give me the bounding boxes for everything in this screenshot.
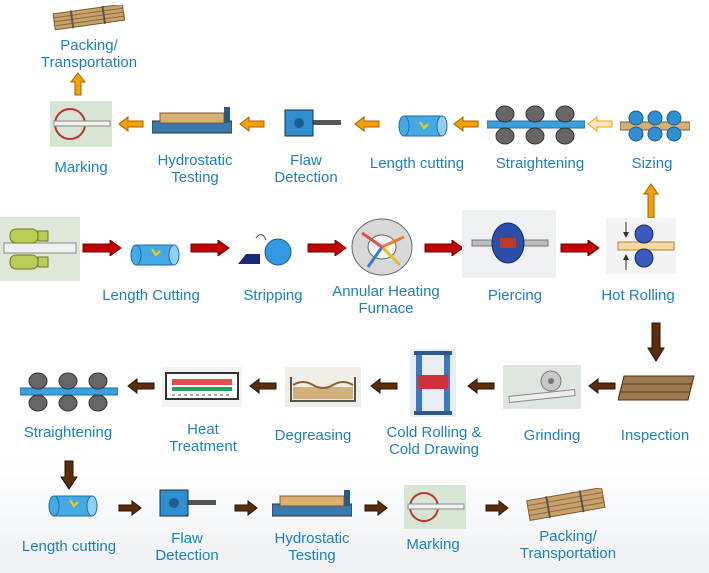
hydrostatic-testing-label: Hydrostatic Testing	[157, 152, 233, 186]
pipe-bundle-icon	[50, 5, 128, 31]
arrow-left-r4-3	[370, 378, 398, 394]
arrow-left-5	[587, 116, 613, 132]
grinding-wheel-icon	[503, 365, 581, 409]
piercing-label: Piercing	[487, 287, 543, 304]
straightening-rollers-icon-row4	[20, 370, 118, 414]
hydrostatic-testing-label-row5: Hydrostatic Testing	[274, 530, 350, 564]
cold-rolling-drawing-label: Cold Rolling & Cold Drawing	[386, 424, 482, 458]
degreasing-label: Degreasing	[274, 427, 352, 444]
length-cutting-label-row3: Length Cutting	[102, 287, 200, 304]
arrow-left-1	[118, 116, 144, 132]
flaw-detector-icon-row5	[158, 488, 218, 518]
stripping-icon	[236, 230, 296, 270]
arrow-down-to-length-cutting	[60, 460, 78, 490]
arrow-left-r4-1	[127, 378, 155, 394]
length-cutting-label: Length cutting	[369, 155, 465, 172]
flaw-detection-label: Flaw Detection	[274, 152, 338, 186]
arrow-right-r3-4	[424, 240, 464, 256]
pipe-segment-icon-row5	[48, 494, 98, 518]
inspection-label: Inspection	[620, 427, 690, 444]
hot-rolling-icon	[606, 218, 676, 274]
packing-transportation-label-row5: Packing/ Transportation	[519, 528, 617, 562]
arrow-right-r3-5	[560, 240, 600, 256]
straightening-label-row4: Straightening	[23, 424, 113, 441]
arrow-right-r5-1	[118, 500, 142, 516]
arrow-right-r5-4	[485, 500, 509, 516]
straightening-rollers-icon	[487, 103, 585, 147]
arrow-up-to-packing	[70, 72, 86, 96]
arrow-right-r5-3	[364, 500, 388, 516]
marking-machine-icon-row5	[404, 485, 466, 529]
arrow-up-to-sizing	[643, 183, 659, 219]
furnace-label: Annular Heating Furnace	[332, 283, 440, 317]
arrow-right-r3-3	[307, 240, 347, 256]
steel-billet-icon	[0, 217, 80, 281]
hydrostatic-tester-icon	[152, 107, 232, 135]
flaw-detector-icon	[283, 108, 343, 138]
inspection-plate-icon	[618, 372, 696, 404]
cold-drawing-die-icon	[410, 349, 456, 417]
length-cutting-label-row5: Length cutting	[21, 538, 117, 555]
arrow-right-r5-2	[234, 500, 258, 516]
pipe-segment-icon-row3	[130, 243, 180, 267]
arrow-left-r4-5	[588, 378, 616, 394]
annular-furnace-icon	[350, 215, 414, 277]
sizing-rollers-icon	[620, 110, 690, 142]
arrow-down-to-inspection	[647, 322, 665, 362]
pipe-bundle-icon-row5	[524, 488, 608, 522]
pipe-segment-icon	[398, 114, 448, 138]
arrow-right-r3-1	[82, 240, 122, 256]
marking-label: Marking	[54, 159, 108, 176]
arrow-left-r4-2	[249, 378, 277, 394]
heat-treatment-label: Heat Treatment	[169, 421, 237, 455]
arrow-left-4	[453, 116, 479, 132]
arrow-left-3	[354, 116, 380, 132]
packing-transportation-top-label: Packing/ Transportation	[40, 37, 138, 71]
grinding-label: Grinding	[523, 427, 581, 444]
flaw-detection-label-row5: Flaw Detection	[155, 530, 219, 564]
heat-treatment-furnace-icon	[162, 367, 242, 407]
arrow-right-r3-2	[190, 240, 230, 256]
straightening-label-row2: Straightening	[495, 155, 585, 172]
hot-rolling-label: Hot Rolling	[601, 287, 675, 304]
stripping-label: Stripping	[243, 287, 303, 304]
marking-machine-icon	[50, 101, 112, 147]
piercing-mill-icon	[462, 210, 556, 278]
arrow-left-2	[239, 116, 265, 132]
degreasing-tank-icon	[285, 367, 361, 407]
hydrostatic-tester-icon-row5	[272, 490, 352, 518]
arrow-left-r4-4	[467, 378, 495, 394]
marking-label-row5: Marking	[406, 536, 460, 553]
sizing-label: Sizing	[631, 155, 673, 172]
